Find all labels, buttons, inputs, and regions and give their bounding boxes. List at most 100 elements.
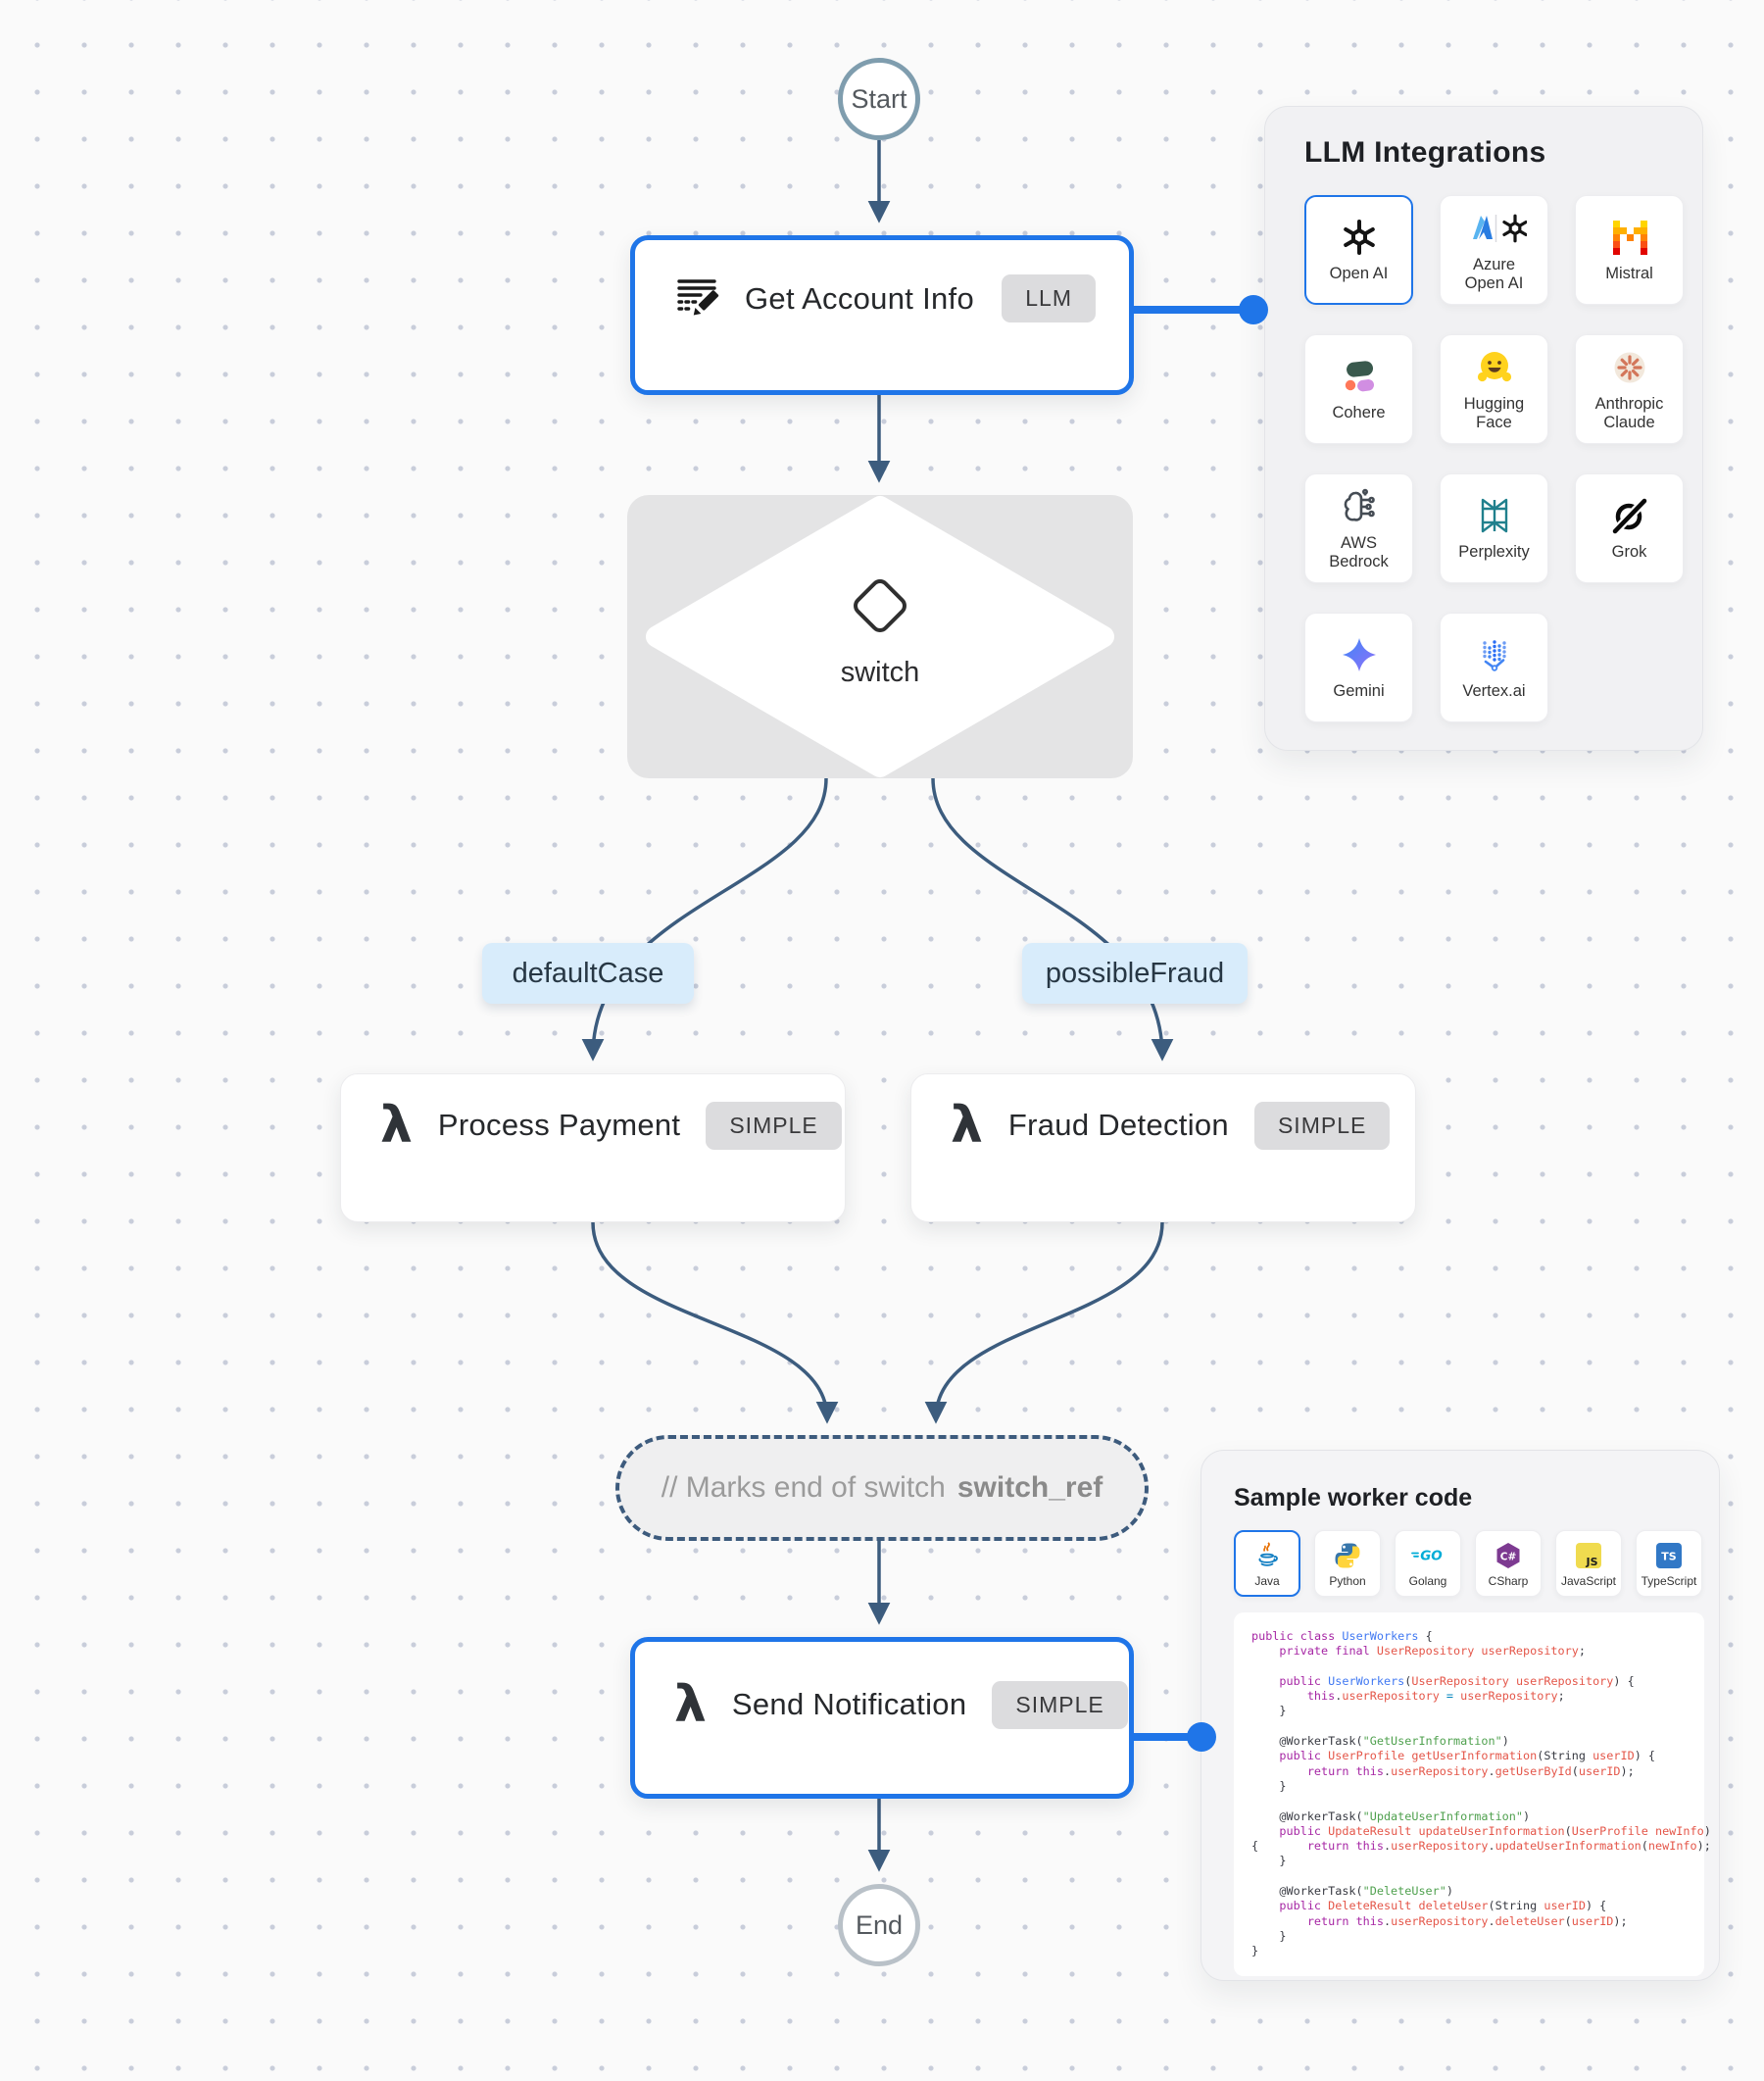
llm-tile-hugging-face[interactable]: Hugging Face xyxy=(1440,334,1548,444)
python-icon xyxy=(1333,1540,1362,1571)
vertexai-icon xyxy=(1475,634,1514,675)
code-line: { return this.userRepository.updateUserI… xyxy=(1251,1839,1711,1854)
huggingface-icon xyxy=(1475,347,1514,388)
mistral-icon xyxy=(1610,217,1649,258)
code-line xyxy=(1251,1719,1687,1734)
edge-switch-to-fraud-detection xyxy=(931,777,1174,1062)
llm-tile-aws-bedrock[interactable]: AWS Bedrock xyxy=(1304,473,1413,583)
svg-text:TS: TS xyxy=(1661,1550,1677,1562)
golang-icon: GO xyxy=(1411,1540,1445,1571)
code-line xyxy=(1251,1869,1687,1884)
code-line: public DeleteResult deleteUser(String us… xyxy=(1279,1899,1607,1913)
end-switch-comment: // Marks end of switch xyxy=(661,1471,946,1504)
switch-diamond-shape xyxy=(646,496,1114,777)
send-notification-node[interactable]: λ Send Notification SIMPLE xyxy=(630,1637,1134,1799)
llm-tile-vertex-ai[interactable]: Vertex.ai xyxy=(1440,613,1548,722)
llm-tile-gemini[interactable]: Gemini xyxy=(1304,613,1413,722)
llm-tile-grok[interactable]: Grok xyxy=(1575,473,1684,583)
llm-tile-azure-open-ai[interactable]: Azure Open AI xyxy=(1440,195,1548,305)
code-line: public class UserWorkers { xyxy=(1251,1629,1433,1643)
start-node[interactable]: Start xyxy=(838,58,920,140)
lambda-icon: λ xyxy=(674,1675,707,1734)
cohere-icon xyxy=(1340,356,1379,397)
code-line: } xyxy=(1251,1854,1287,1868)
llm-tile-label: Vertex.ai xyxy=(1462,682,1526,701)
node-title: Get Account Info xyxy=(745,280,974,316)
code-line: this.userRepository = userRepository; xyxy=(1306,1689,1565,1704)
edge-fraud-detection-to-end-switch xyxy=(924,1221,1164,1424)
code-line: @WorkerTask("UpdateUserInformation") xyxy=(1251,1808,1531,1823)
node-type-badge: LLM xyxy=(1002,274,1096,322)
diamond-icon xyxy=(849,574,911,637)
llm-tile-label: Azure Open AI xyxy=(1464,255,1524,292)
aws-bedrock-icon xyxy=(1340,486,1379,527)
lang-tile-label: Python xyxy=(1329,1573,1366,1588)
openai-icon xyxy=(1340,217,1379,258)
edge-switch-to-process-payment xyxy=(581,777,828,1062)
perplexity-icon xyxy=(1475,495,1514,536)
csharp-icon: C# xyxy=(1494,1540,1523,1571)
llm-integrations-panel: LLM Integrations Open AI Azure Open AI Mis… xyxy=(1264,106,1703,751)
svg-text:JS: JS xyxy=(1585,1556,1597,1568)
llm-tile-mistral[interactable]: Mistral xyxy=(1575,195,1684,305)
typescript-icon: TS xyxy=(1654,1540,1684,1571)
llm-tile-perplexity[interactable]: Perplexity xyxy=(1440,473,1548,583)
llm-tile-label: Mistral xyxy=(1605,265,1653,283)
get-account-info-node[interactable]: Get Account Info LLM xyxy=(630,235,1134,395)
end-node-label: End xyxy=(855,1909,904,1940)
fraud-detection-node[interactable]: λ Fraud Detection SIMPLE xyxy=(910,1073,1416,1222)
lang-tile-java[interactable]: Java xyxy=(1234,1530,1300,1597)
code-line: public UserWorkers(UserRepository userRe… xyxy=(1279,1673,1635,1688)
lang-tile-typescript[interactable]: TS TypeScript xyxy=(1636,1530,1702,1597)
code-line: public UpdateResult updateUserInformatio… xyxy=(1279,1823,1711,1838)
code-line: } xyxy=(1251,1704,1287,1718)
llm-tile-label: Anthropic Claude xyxy=(1594,394,1664,431)
edit-document-icon xyxy=(674,273,719,323)
node-type-badge: SIMPLE xyxy=(1253,1101,1391,1150)
lang-tile-label: CSharp xyxy=(1488,1573,1529,1588)
lang-tile-golang[interactable]: GO Golang xyxy=(1395,1530,1461,1597)
lang-tile-label: TypeScript xyxy=(1641,1573,1697,1588)
llm-tile-open-ai[interactable]: Open AI xyxy=(1304,195,1413,305)
llm-tile-label: Open AI xyxy=(1329,265,1389,283)
llm-tile-label: Grok xyxy=(1611,543,1647,562)
code-line: public UserProfile getUserInformation(St… xyxy=(1279,1749,1655,1763)
llm-tile-label: Gemini xyxy=(1333,682,1385,701)
svg-text:C#: C# xyxy=(1500,1551,1517,1562)
llm-tile-anthropic-claude[interactable]: Anthropic Claude xyxy=(1575,334,1684,444)
llm-tile-label: Cohere xyxy=(1332,404,1386,422)
code-panel-title: Sample worker code xyxy=(1234,1484,1473,1511)
llm-tile-label: Hugging Face xyxy=(1463,394,1525,431)
lang-tile-csharp[interactable]: C# CSharp xyxy=(1475,1530,1542,1597)
edge-label-text: defaultCase xyxy=(512,957,664,989)
edge-label-default-case[interactable]: defaultCase xyxy=(482,943,694,1004)
node-type-badge: SIMPLE xyxy=(706,1101,842,1150)
end-switch-node[interactable]: // Marks end of switch switch_ref xyxy=(615,1435,1149,1541)
code-line: private final UserRepository userReposit… xyxy=(1279,1644,1586,1659)
llm-tile-cohere[interactable]: Cohere xyxy=(1304,334,1413,444)
code-line: @WorkerTask("GetUserInformation") xyxy=(1251,1734,1509,1749)
node-title: Fraud Detection xyxy=(1007,1108,1229,1142)
lambda-icon: λ xyxy=(380,1096,413,1155)
switch-label: switch xyxy=(840,657,920,688)
switch-node[interactable]: switch xyxy=(627,495,1133,778)
svg-text:GO: GO xyxy=(1420,1548,1443,1563)
end-switch-ref: switch_ref xyxy=(956,1471,1103,1504)
edge-process-payment-to-end-switch xyxy=(591,1221,839,1424)
code-line: return this.userRepository.deleteUser(us… xyxy=(1306,1913,1628,1928)
start-node-label: Start xyxy=(851,83,907,114)
grok-icon xyxy=(1610,495,1649,536)
llm-tile-label: AWS Bedrock xyxy=(1329,533,1389,570)
edge-label-possible-fraud[interactable]: possibleFraud xyxy=(1022,943,1248,1004)
gemini-icon xyxy=(1340,634,1379,675)
process-payment-node[interactable]: λ Process Payment SIMPLE xyxy=(340,1073,846,1222)
node-type-badge: SIMPLE xyxy=(992,1680,1128,1729)
llm-panel-title: LLM Integrations xyxy=(1304,136,1546,169)
lang-tile-label: Golang xyxy=(1408,1573,1447,1588)
end-node[interactable]: End xyxy=(838,1884,920,1966)
lang-tile-python[interactable]: Python xyxy=(1314,1530,1381,1597)
code-line: return this.userRepository.getUserById(u… xyxy=(1306,1763,1635,1778)
